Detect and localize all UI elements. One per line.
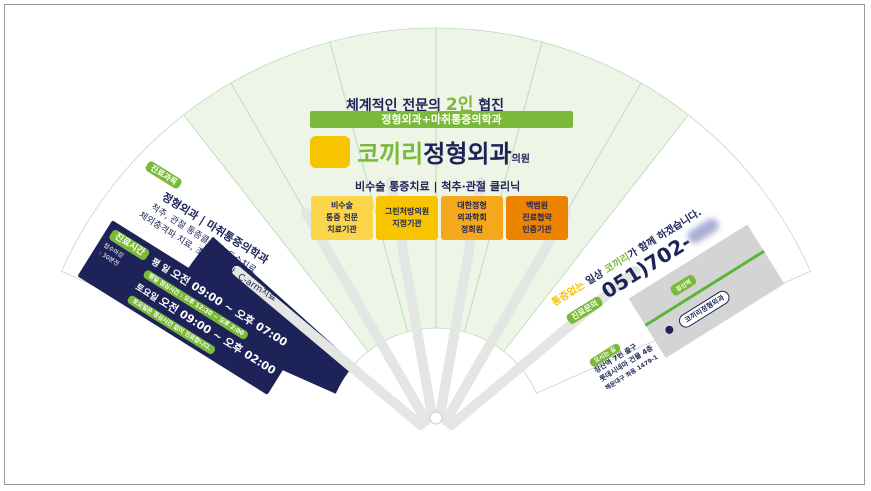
fan-handle [446,265,641,431]
fan-handle [231,265,426,431]
tagline: 비수술 통증치료 | 척추·관절 클리닉 [355,180,521,193]
elephant-logo-icon [310,136,350,168]
fan-handle [301,207,431,426]
fan-handle [441,207,571,426]
fan-rib [329,41,409,332]
map-pin-icon [664,324,676,336]
fan-rib [463,41,543,332]
canvas-frame [4,4,865,485]
brand-name: 코끼리정형외과의원 [357,140,530,168]
subtitle-bar: 정형외과+마취통증의학과 [310,111,573,128]
badge: 백범원 진료협약 인증기관 [506,196,568,240]
badge: 대한정형 외과학회 정회원 [441,196,503,240]
pivot-rivet [429,411,443,425]
badge: 그린처방의원 지정기관 [376,196,438,240]
right-panel [503,114,812,394]
headline: 체계적인 전문의 2인 협진 [346,95,505,115]
badge: 비수술 통증 전문 치료기관 [311,196,373,240]
